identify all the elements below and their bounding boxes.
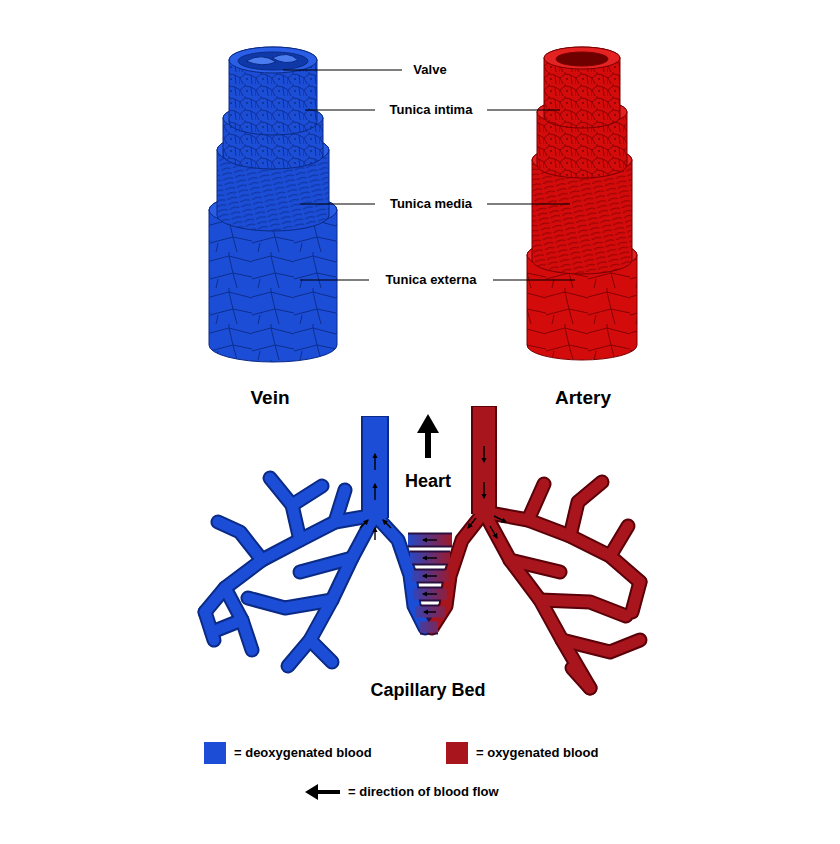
flow-arrows xyxy=(360,446,506,612)
flow-arrows xyxy=(374,454,375,470)
vessel-label: Artery xyxy=(555,387,611,409)
heart-arrow xyxy=(417,414,439,433)
vein-illustration xyxy=(229,47,317,135)
heart-arrow xyxy=(425,430,431,458)
leader-lines xyxy=(300,279,369,280)
flow-arrows xyxy=(468,518,476,528)
artery-illustration xyxy=(544,47,620,128)
capillary-bed xyxy=(473,407,495,514)
legend-swatch xyxy=(446,742,468,764)
leader-lines xyxy=(487,109,560,110)
flow-arrows xyxy=(423,575,437,576)
flow-arrows xyxy=(423,539,437,540)
capillary-bed xyxy=(408,540,452,627)
leader-lines xyxy=(487,203,570,204)
vein-illustration xyxy=(229,47,317,135)
leader-lines xyxy=(305,109,375,110)
artery-illustration xyxy=(544,47,620,128)
leader-lines xyxy=(493,279,575,280)
flow-arrows xyxy=(374,484,375,500)
region-label: Capillary Bed xyxy=(370,680,485,701)
capillary-bed xyxy=(471,406,497,514)
flow-arrows xyxy=(424,611,436,612)
part-label: Tunica media xyxy=(390,197,472,212)
capillary-bed xyxy=(432,482,640,688)
flow-arrows xyxy=(423,557,437,558)
flow-arrows xyxy=(360,520,368,528)
flow-arrows xyxy=(483,482,484,498)
flow-arrows xyxy=(494,516,506,522)
flow-arrows xyxy=(483,446,484,462)
legend-arrow xyxy=(316,790,340,794)
artery-illustration xyxy=(544,47,620,69)
capillary-bed xyxy=(205,406,640,688)
vein-illustration xyxy=(238,52,308,70)
part-label: Valve xyxy=(413,63,446,78)
legend-text: = oxygenated blood xyxy=(476,746,598,761)
legend-arrow xyxy=(305,784,340,800)
vein-illustration xyxy=(272,54,298,62)
heart-arrow xyxy=(417,414,439,458)
part-label: Tunica intima xyxy=(390,103,473,118)
capillary-bed xyxy=(432,482,640,688)
capillary-bed xyxy=(205,478,425,666)
legend-text: = deoxygenated blood xyxy=(234,746,372,761)
vessel-label: Vein xyxy=(250,387,289,409)
leader-lines xyxy=(300,203,375,204)
capillary-bed xyxy=(205,478,425,666)
legend-swatch xyxy=(204,742,226,764)
artery-illustration xyxy=(556,52,608,66)
capillary-bed xyxy=(361,416,389,518)
flow-arrows xyxy=(374,528,375,540)
flow-arrows xyxy=(490,526,497,538)
part-label: Tunica externa xyxy=(386,273,477,288)
legend-arrow xyxy=(305,784,318,800)
leader-lines xyxy=(283,69,402,70)
flow-arrows xyxy=(383,520,391,528)
leader-lines xyxy=(283,70,575,280)
flow-arrows xyxy=(423,593,437,594)
heart-label: Heart xyxy=(405,471,451,492)
legend-text: = direction of blood flow xyxy=(348,785,499,800)
vein-illustration xyxy=(229,47,317,73)
capillary-bed xyxy=(363,417,387,518)
